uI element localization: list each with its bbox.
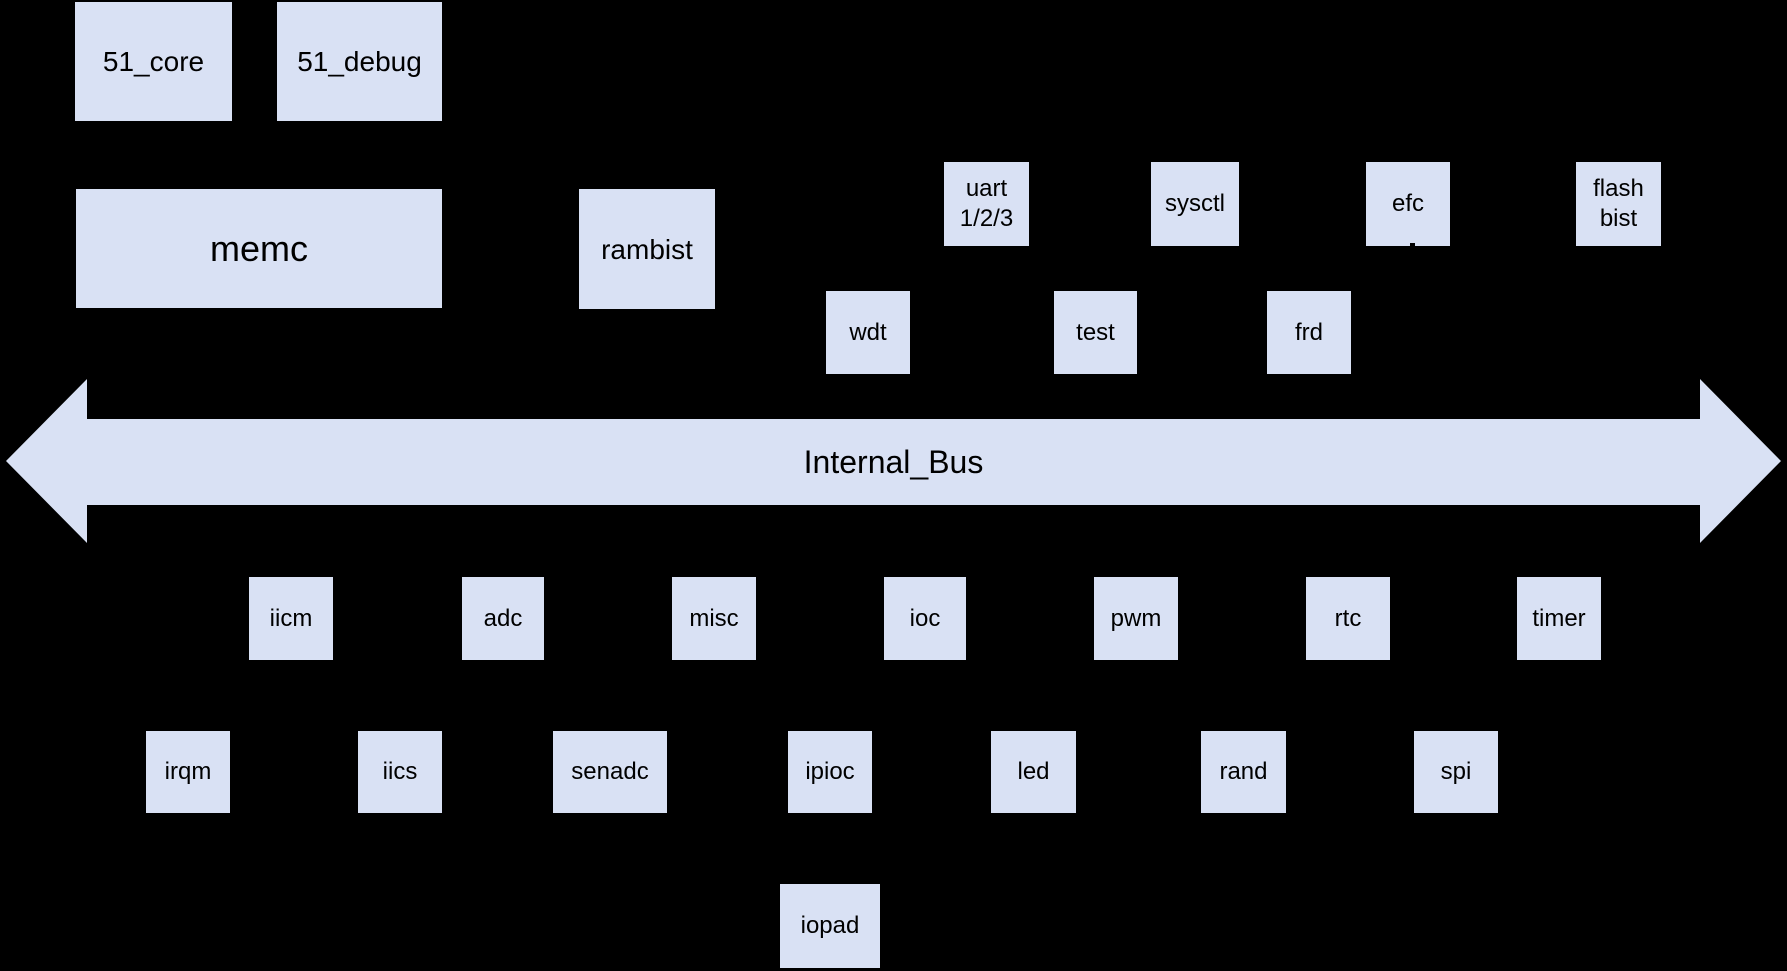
block-rtc-label: rtc xyxy=(1334,604,1362,632)
block-sysctl-label: sysctl xyxy=(1165,190,1225,217)
block-adc-label: adc xyxy=(483,604,523,632)
block-frd: frd xyxy=(1267,291,1351,374)
block-iicm: iicm xyxy=(249,577,333,660)
block-pwm: pwm xyxy=(1094,577,1178,660)
block-uart-label-line2: 1/2/3 xyxy=(959,205,1014,232)
block-misc-label: misc xyxy=(689,604,739,632)
block-51-debug-label: 51_debug xyxy=(297,46,422,77)
internal-bus-label: Internal_Bus xyxy=(803,443,984,480)
block-iopad: iopad xyxy=(780,884,880,968)
block-test-label: test xyxy=(1076,318,1115,346)
block-51-debug: 51_debug xyxy=(277,2,442,121)
block-misc: misc xyxy=(672,577,756,660)
block-ioc: ioc xyxy=(884,577,966,660)
block-flash-bist: flash bist xyxy=(1576,162,1661,246)
block-timer-label: timer xyxy=(1532,604,1586,632)
block-rtc: rtc xyxy=(1306,577,1390,660)
block-timer: timer xyxy=(1517,577,1601,660)
block-memc-label: memc xyxy=(210,228,308,269)
block-ioc-label: ioc xyxy=(909,604,941,632)
block-pwm-label: pwm xyxy=(1110,604,1162,632)
block-irqm: irqm xyxy=(146,731,230,813)
block-rand: rand xyxy=(1201,731,1286,813)
block-memc: memc xyxy=(76,189,442,308)
block-iics: iics xyxy=(358,731,442,813)
block-iics-label: iics xyxy=(382,758,418,785)
block-adc: adc xyxy=(462,577,544,660)
block-test: test xyxy=(1054,291,1137,374)
block-wdt-label: wdt xyxy=(849,318,887,346)
block-ipioc-label: ipioc xyxy=(805,758,855,785)
block-rand-label: rand xyxy=(1219,758,1268,785)
block-frd-label: frd xyxy=(1294,318,1323,346)
block-rambist-label: rambist xyxy=(601,233,693,265)
block-efc: efc xyxy=(1366,162,1450,246)
block-irqm-label: irqm xyxy=(164,758,212,785)
block-iicm-label: iicm xyxy=(269,604,313,632)
block-uart-label-line1: uart xyxy=(965,175,1008,202)
block-spi-label: spi xyxy=(1440,758,1472,785)
block-senadc: senadc xyxy=(553,731,667,813)
block-led-label: led xyxy=(1017,758,1050,785)
block-51-core: 51_core xyxy=(75,2,232,121)
block-uart-1-2-3: uart 1/2/3 xyxy=(944,162,1029,246)
block-flash-bist-label-line1: flash xyxy=(1593,175,1644,202)
internal-bus-arrow-shape xyxy=(6,379,1781,543)
block-iopad-label: iopad xyxy=(800,912,860,939)
block-rambist: rambist xyxy=(579,189,715,309)
block-led: led xyxy=(991,731,1076,813)
block-51-core-label: 51_core xyxy=(102,46,205,77)
block-wdt: wdt xyxy=(826,291,910,374)
block-efc-label: efc xyxy=(1391,190,1424,217)
block-senadc-label: senadc xyxy=(571,758,649,785)
block-sysctl: sysctl xyxy=(1151,162,1239,246)
efc-bottom-notch xyxy=(1410,243,1415,247)
block-flash-bist-label-line2: bist xyxy=(1599,205,1638,232)
block-ipioc: ipioc xyxy=(788,731,872,813)
block-spi: spi xyxy=(1414,731,1498,813)
